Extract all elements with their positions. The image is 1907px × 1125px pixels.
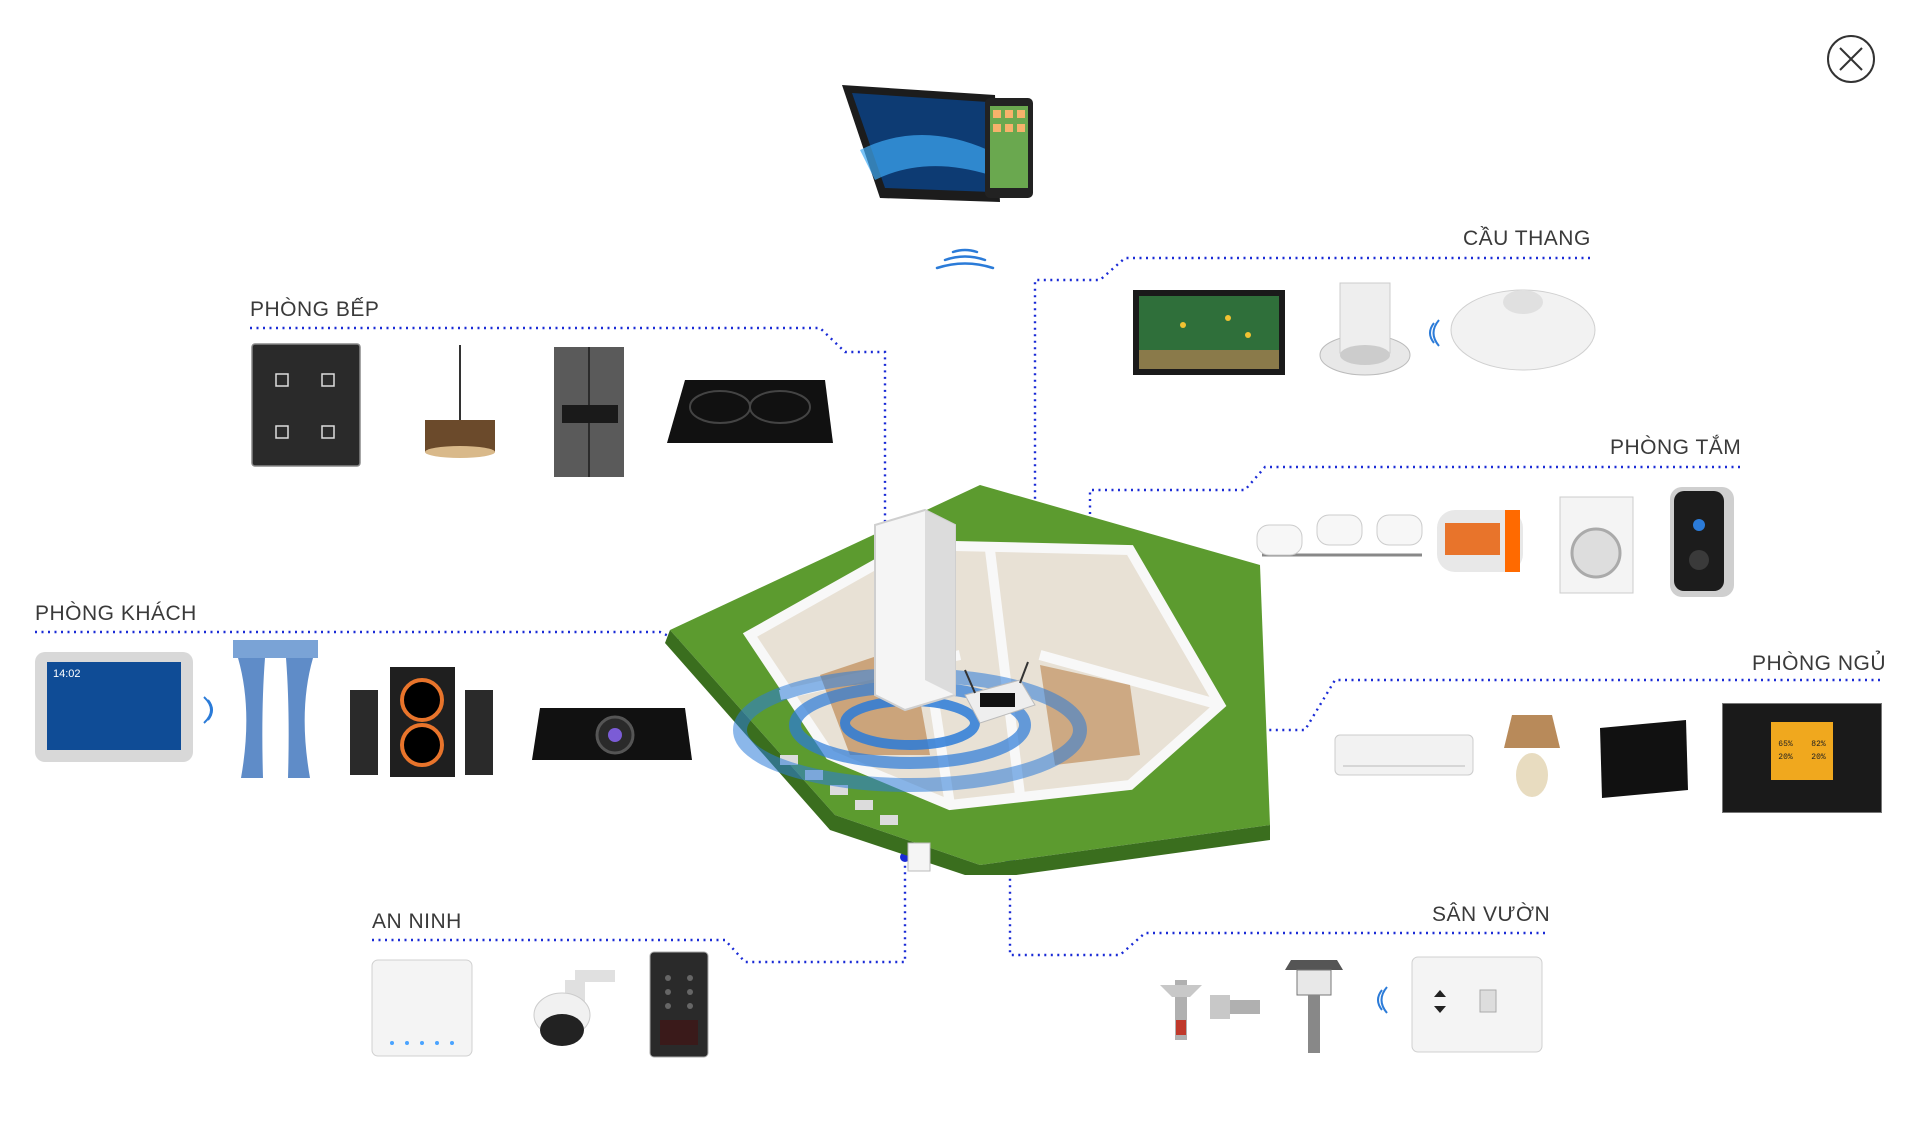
- label-phong-tam: PHÒNG TẮM: [1610, 436, 1742, 459]
- wifi-signal-small-icon: [1429, 319, 1440, 347]
- bathroom-lights-image: [1256, 514, 1423, 557]
- curtain-image: [233, 640, 318, 778]
- projector-image: [532, 708, 692, 760]
- television-image: [1600, 720, 1688, 798]
- close-icon: [1839, 47, 1863, 71]
- wall-tablet-screen: 14:02: [47, 662, 181, 750]
- wifi-signal-small-icon-2: [203, 696, 213, 724]
- lcd-value: 82%: [1811, 740, 1826, 749]
- washing-machine-image: [1559, 496, 1634, 594]
- air-conditioner-image: [1334, 734, 1474, 776]
- label-phong-bep: PHÒNG BẾP: [250, 298, 380, 321]
- touch-switch-image: [251, 343, 361, 467]
- wall-tablet-image: 14:02: [35, 652, 193, 762]
- close-button[interactable]: [1827, 35, 1875, 83]
- wifi-signal-icon: [935, 248, 995, 270]
- tablet-phone-image: [842, 85, 1033, 202]
- thermostat-panel-image: 65% 82% 20% 20%: [1722, 703, 1882, 813]
- label-an-ninh: AN NINH: [372, 910, 462, 933]
- ceiling-speaker-image: [1319, 282, 1411, 376]
- tablet-clock: 14:02: [53, 668, 81, 680]
- lcd-value: 20%: [1811, 753, 1826, 762]
- label-cau-thang: CẦU THANG: [1463, 227, 1591, 250]
- smart-house-image: [665, 485, 1270, 875]
- induction-cooktop-image: [667, 380, 833, 443]
- line-an-ninh: [372, 860, 907, 964]
- motion-sensor-image: [1450, 289, 1596, 371]
- aquarium-image: [1133, 290, 1285, 375]
- smart-plug-image: [1670, 487, 1734, 597]
- line-san-vuon: [1008, 860, 1545, 957]
- table-lamp-image: [1504, 715, 1560, 797]
- garden-lamp-image: [1285, 960, 1343, 1053]
- thermostat-lcd: 65% 82% 20% 20%: [1771, 722, 1833, 780]
- ptz-camera-image: [533, 970, 615, 1046]
- sprinkler-heads-image: [1160, 980, 1260, 1040]
- security-hub-image: [371, 959, 473, 1057]
- refrigerator-image: [554, 347, 624, 477]
- lcd-value: 20%: [1778, 753, 1793, 762]
- keypad-door-image: [649, 951, 709, 1058]
- lcd-value: 65%: [1778, 740, 1793, 749]
- label-phong-khach: PHÒNG KHÁCH: [35, 602, 197, 625]
- label-san-vuon: SÂN VƯỜN: [1432, 903, 1551, 926]
- line-phong-bep: [250, 326, 887, 590]
- garden-switch-panel-image: [1411, 956, 1543, 1053]
- water-heater-image: [1437, 510, 1523, 572]
- speakers-image: [350, 667, 493, 777]
- wifi-signal-small-icon-3: [1377, 986, 1388, 1014]
- label-phong-ngu: PHÒNG NGỦ: [1752, 652, 1887, 675]
- pendant-lamp-image: [425, 345, 495, 458]
